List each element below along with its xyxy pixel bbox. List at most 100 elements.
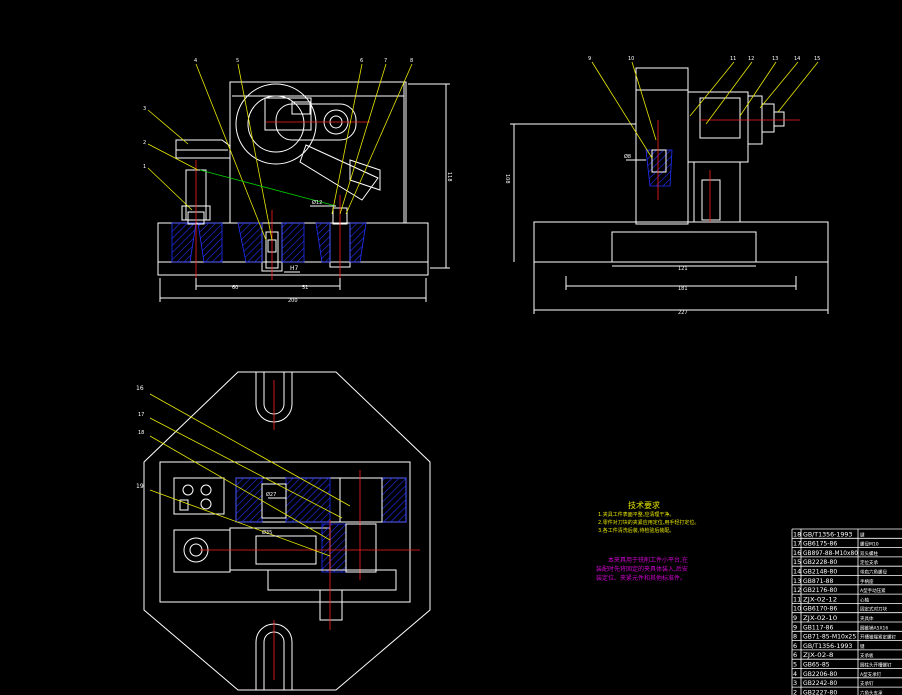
side-part-13: 13 <box>772 56 778 62</box>
parts-row-code: GB6175-86 <box>803 540 837 548</box>
front-part-3: 3 <box>143 106 146 112</box>
front-dim-width: 200 <box>288 298 298 304</box>
parts-row-code: GB117-86 <box>803 623 833 631</box>
top-dia-a: Ø27 <box>266 491 276 498</box>
side-part-14: 14 <box>794 56 800 62</box>
top-view: Ø27 Ø35 16 17 18 19 <box>136 371 431 691</box>
side-view: 121 181 227 108 Ø8 9 10 11 12 13 14 15 <box>504 56 829 316</box>
parts-row-name: 键 <box>860 531 865 538</box>
parts-row-name: 夹具体 <box>860 615 874 622</box>
tech-req-line-3: 3.各工件清洗后装,待检验后装配。 <box>598 527 674 534</box>
parts-row-name: 圆柱头开槽螺钉 <box>860 662 892 669</box>
assembly-notes: 本夹具用于铣削工件小平台,在 装配时先将固定的夹具体装入,后安 装定位、夹紧元件… <box>596 556 688 582</box>
parts-row-no: 9 <box>793 623 797 631</box>
side-base <box>533 221 829 263</box>
tech-req-line-2: 2.零件对刀块的夹紧应用定位,用手轻打定位。 <box>598 519 699 526</box>
parts-row-no: 10 <box>793 605 801 613</box>
parts-row-name: 双头螺柱 <box>860 550 878 557</box>
parts-row-name: 固定式对刀块 <box>860 606 887 613</box>
parts-row-no: 6 <box>793 642 797 650</box>
technical-requirements: 技术要求 1.夹具工件表面平整,应清理干净。 2.零件对刀块的夹紧应用定位,用手… <box>598 500 699 534</box>
parts-row-name: A型支承钉 <box>860 671 882 678</box>
front-part-6: 6 <box>360 58 363 64</box>
parts-row-no: 9 <box>793 614 797 622</box>
parts-row-no: 6 <box>793 651 797 659</box>
front-part-7: 7 <box>384 58 387 64</box>
parts-row-name: 螺母M10 <box>860 541 879 548</box>
parts-row-name: 开槽锥端紧定螺钉 <box>860 634 896 641</box>
top-base-outline <box>143 371 431 691</box>
front-part-4: 4 <box>194 58 197 64</box>
side-dim-outer: 227 <box>678 310 688 316</box>
parts-row-code: ZJX-02-10 <box>803 614 837 622</box>
parts-row-no: 16 <box>793 549 801 557</box>
parts-row-no: 8 <box>793 633 797 641</box>
side-dim-middle: 181 <box>678 286 688 292</box>
side-dim-inner: 121 <box>678 266 688 272</box>
note-line-2: 装配时先将固定的夹具体装入,后安 <box>596 565 688 573</box>
note-line-1: 本夹具用于铣削工件小平台,在 <box>608 556 688 564</box>
parts-row-no: 3 <box>793 679 797 687</box>
front-part-8: 8 <box>410 58 413 64</box>
tech-req-title: 技术要求 <box>628 500 660 510</box>
front-part-5: 5 <box>236 58 239 64</box>
front-dim-left: 60 <box>232 285 238 291</box>
tech-req-line-1: 1.夹具工件表面平整,应清理干净。 <box>598 511 674 518</box>
parts-row-name: 手柄座 <box>860 578 874 585</box>
parts-row-code: GB/T1356-1993 <box>803 642 852 650</box>
parts-row-name: 键 <box>860 643 865 650</box>
parts-row-code: GB71-85-M10x25 <box>803 633 856 641</box>
side-part-15: 15 <box>814 56 820 62</box>
parts-row-name: A型手动压紧 <box>860 587 886 594</box>
top-part-19: 19 <box>136 483 144 490</box>
parts-row-code: GB65-85 <box>803 661 830 669</box>
top-dia-b: Ø35 <box>262 529 272 536</box>
side-dim-height: 108 <box>504 174 510 184</box>
note-line-3: 装定位、夹紧元件和其他标准件。 <box>596 574 686 582</box>
parts-row-name: 带肩六角螺母 <box>860 569 887 576</box>
parts-row-no: 11 <box>793 595 801 603</box>
front-fit-label: H7 <box>290 265 299 272</box>
front-dim-height: 118 <box>446 172 452 182</box>
top-part-17: 17 <box>138 412 144 418</box>
parts-row-no: 15 <box>793 558 801 566</box>
parts-row-no: 14 <box>793 568 801 576</box>
parts-row-code: GB2227-80 <box>803 688 837 695</box>
parts-row-code: GB2176-80 <box>803 586 837 594</box>
parts-row-code: GB/T1356-1993 <box>803 530 852 538</box>
parts-row-code: GB897-88-M10x80 <box>803 549 858 557</box>
parts-row-code: GB2228-80 <box>803 558 837 566</box>
parts-row-code: GB871-88 <box>803 577 833 585</box>
side-part-12: 12 <box>748 56 754 62</box>
side-part-11: 11 <box>730 56 736 62</box>
parts-row-code: GB2206-80 <box>803 670 837 678</box>
front-view: 200 60 51 118 H7 Ø12 1 2 3 4 5 6 7 8 <box>143 58 452 304</box>
parts-row-code: GB2242-80 <box>803 679 837 687</box>
parts-row-no: 13 <box>793 577 801 585</box>
parts-row-no: 17 <box>793 540 801 548</box>
parts-row-no: 12 <box>793 586 801 594</box>
parts-row-no: 5 <box>793 661 797 669</box>
parts-row-name: 圆锥销A5X16 <box>860 624 888 631</box>
side-part-10: 10 <box>628 56 634 62</box>
top-part-16: 16 <box>136 385 144 392</box>
parts-row-no: 2 <box>793 688 797 695</box>
parts-row-code: ZJX-02-8 <box>803 651 833 659</box>
front-dia-label: Ø12 <box>312 199 322 206</box>
top-part-18: 18 <box>138 430 144 436</box>
side-dia-label: Ø8 <box>624 153 631 160</box>
front-dim-right: 51 <box>302 285 308 291</box>
parts-row-no: 18 <box>793 530 801 538</box>
front-part-1: 1 <box>143 164 146 170</box>
parts-row-name: 定位支承 <box>860 559 878 566</box>
parts-row-code: GB2148-80 <box>803 568 837 576</box>
side-part-9: 9 <box>588 56 591 62</box>
parts-row-name: 支承钉 <box>860 680 874 687</box>
parts-row-name: 六角头支承 <box>860 689 883 695</box>
parts-row-name: 支承板 <box>860 652 874 659</box>
front-part-2: 2 <box>143 140 146 146</box>
parts-row-code: GB6170-86 <box>803 605 837 613</box>
parts-row-name: 心轴 <box>860 596 869 603</box>
